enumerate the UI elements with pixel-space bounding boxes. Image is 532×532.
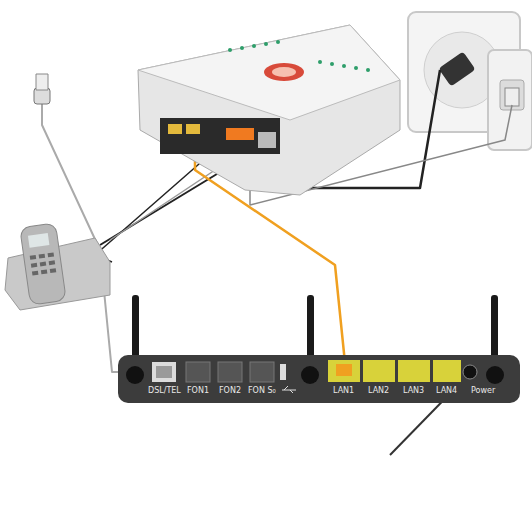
port-label: FON2: [219, 386, 241, 396]
antenna-mount: [301, 366, 319, 384]
port: [168, 124, 182, 134]
keypad: [30, 252, 57, 275]
port-label: DSL/TEL: [148, 386, 181, 396]
port-label: LAN4: [436, 386, 457, 396]
handset-display: [28, 233, 49, 248]
dsl-cable: [110, 160, 230, 240]
dsl-port: [152, 362, 176, 382]
dsl-plug: [156, 366, 172, 378]
phone-cable: [95, 150, 215, 262]
dsl-cable: [42, 100, 160, 372]
power-plug: [438, 51, 475, 86]
lan-port: [398, 360, 430, 382]
brand-logo: [272, 67, 296, 77]
lan-port: [328, 360, 360, 382]
port-label: FON S₀: [248, 386, 276, 396]
port-label: Power: [471, 386, 495, 396]
power-jack: [463, 365, 477, 379]
usb-symbol: [282, 386, 296, 393]
usb-port: [280, 364, 286, 380]
tae-plug: [505, 88, 519, 106]
port-label: FON1: [187, 386, 209, 396]
splitter-top: [138, 25, 400, 120]
port: [186, 124, 200, 134]
port-label: LAN2: [368, 386, 389, 396]
fon-port: [250, 362, 274, 382]
rj-plug: [36, 74, 48, 90]
phone-socket-plate: [488, 50, 532, 150]
splitter-box: [138, 25, 400, 195]
lan-plug: [336, 364, 352, 376]
router: [118, 295, 520, 403]
phone: [5, 223, 110, 310]
wall-outlets: [408, 12, 532, 150]
lan-port: [363, 360, 395, 382]
fon-port: [186, 362, 210, 382]
port-label: LAN1: [333, 386, 354, 396]
brand-logo: [264, 63, 304, 81]
port-plug: [226, 128, 254, 140]
router-housing: [118, 355, 520, 403]
splitter-housing: [138, 25, 400, 195]
port-label: LAN3: [403, 386, 424, 396]
antenna-mount: [126, 366, 144, 384]
fon-port: [218, 362, 242, 382]
port-panel: [160, 118, 280, 154]
lan-port: [433, 360, 461, 382]
handset: [20, 223, 67, 305]
antenna-mount: [486, 366, 504, 384]
port: [258, 132, 276, 148]
